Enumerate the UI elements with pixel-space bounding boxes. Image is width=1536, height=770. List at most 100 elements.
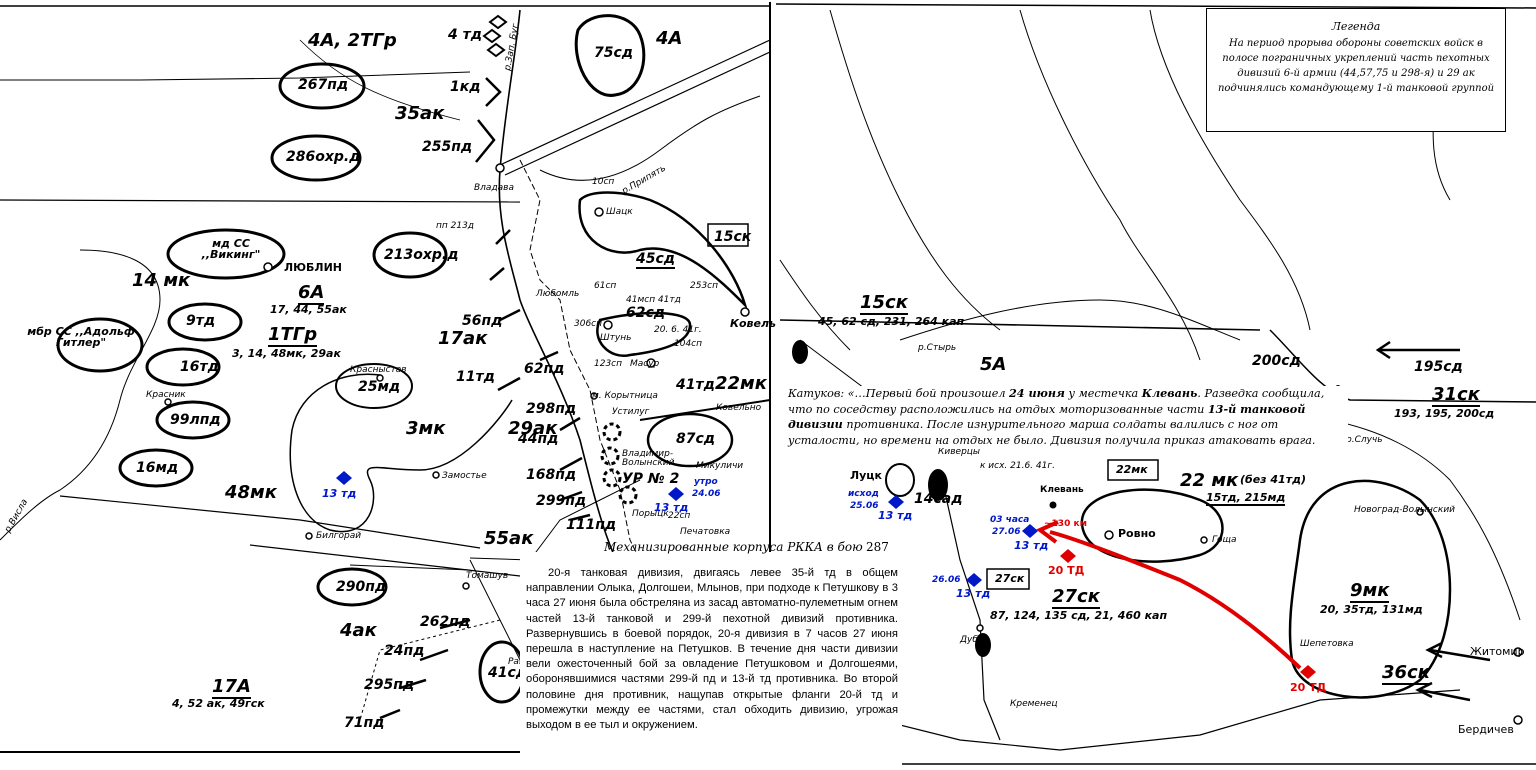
place-label: Билгорай (316, 531, 362, 541)
german-13td-label: 13 тд (878, 509, 913, 522)
place-label: Устилуг (612, 407, 650, 417)
corps-label: 15ск (860, 292, 908, 315)
place-label: Гоща (1212, 535, 1237, 545)
place-label: Шепетовка (1300, 639, 1354, 649)
corps-box-label: 27ск (995, 572, 1025, 585)
quote-unit: 13-й танковой дивизии (788, 401, 1306, 432)
place-label: Шацк (606, 207, 633, 217)
regiment-label: 10сп (592, 177, 615, 187)
map-legend: Легенда На период прорыва обороны советс… (1206, 8, 1506, 132)
corps-label: 14 мк (132, 270, 191, 291)
corps-box-label: 22мк (1116, 463, 1148, 476)
division-label: 255пд (422, 139, 473, 155)
division-label: 62пд (524, 361, 565, 377)
division-label: 56пд (462, 313, 503, 329)
river-label: р.Стырь (918, 343, 957, 353)
place-label: Ковельно (716, 403, 762, 413)
division-label: мбр СС ,,Адольф Гитлер" (27, 325, 135, 349)
quote-date: 24 июня (1009, 386, 1065, 400)
corps-box-label: 15ск (714, 229, 752, 245)
quote-mid1: у местечка (1064, 387, 1142, 400)
place-label: Ровно (1118, 527, 1156, 540)
quote-suffix: противника. После изнурительного марша с… (788, 418, 1316, 447)
german-13td-label: 13 тд (654, 501, 689, 514)
fortified-area-label: УР № 2 (622, 471, 680, 487)
soviet-20td-label: 20 ТД (1290, 681, 1327, 694)
place-label: Луцк (850, 469, 882, 482)
corps-label: 22 мк (1180, 470, 1239, 491)
corps-label: 31ск (1432, 384, 1480, 407)
regiment-label: 22сп (668, 511, 691, 521)
division-label: 44пд (518, 431, 559, 447)
corps-label: 9мк (1350, 580, 1390, 603)
time-label: 03 часа (990, 515, 1030, 525)
army-composition: 4, 52 ак, 49гск (172, 697, 265, 710)
corps-composition: 15тд, 215мд (1206, 491, 1286, 506)
division-label: 87сд (676, 431, 716, 447)
legend-title: Легенда (1331, 20, 1381, 33)
division-label: 290пд (336, 579, 387, 595)
division-label: 14сад (914, 491, 963, 507)
army-label: 4А (656, 28, 683, 49)
date-label: 24.06 (692, 489, 721, 499)
division-label: 24пд (384, 643, 425, 659)
division-label: 200сд (1252, 353, 1301, 369)
place-label: Штунь (600, 333, 632, 343)
place-label: Дубно (960, 635, 990, 645)
place-label: Замостье (442, 471, 487, 481)
place-label: Житомир (1470, 645, 1525, 658)
division-label: 1кд (450, 79, 481, 95)
place-label: Томашув (466, 571, 509, 581)
date-note: к исх. 21.6. 41г. (980, 461, 1055, 471)
army-composition: 3, 14, 48мк, 29ак (232, 347, 341, 360)
division-label: 299пд (536, 493, 587, 509)
place-label: Кременец (1010, 699, 1058, 709)
army-label: 6А (298, 282, 325, 305)
division-label: 213охр.д (384, 247, 459, 263)
division-label: 298пд (526, 401, 577, 417)
place-label: Киверцы (938, 447, 981, 457)
division-label: 99лпд (170, 412, 221, 428)
division-label: 286охр.д (286, 149, 361, 165)
date-label: 27.06 (992, 527, 1021, 537)
place-label: Красныстав (350, 365, 407, 375)
soviet-20td-label: 20 ТД (1048, 564, 1085, 577)
corps-label: 48мк (225, 482, 277, 503)
division-label: 71пд (344, 715, 385, 731)
division-label: 41тд (676, 377, 715, 393)
corps-label: 36ск (1382, 662, 1430, 685)
division-label: 41сд (488, 665, 528, 681)
regiment-label: 41мсп 41тд (626, 295, 681, 305)
place-label: Бердичев (1458, 723, 1514, 736)
date-note: 20. 6. 41г. (654, 325, 702, 335)
division-label: 295пд (364, 677, 415, 693)
german-13td-label: 13 тд (1014, 539, 1049, 552)
division-label: 262пд (420, 614, 471, 630)
place-label: Красник (146, 390, 186, 400)
distance-label: ~130 км (1044, 519, 1087, 529)
quote-mid2: . Разведка сообщила, что по соседству ра… (788, 387, 1325, 416)
corps-label: 27ск (1052, 586, 1100, 609)
corps-label: 35ак (395, 103, 445, 124)
regiment-label: 61сп (594, 281, 617, 291)
corps-label: 29ак (508, 418, 558, 439)
division-label: 62сд (626, 305, 666, 321)
regiment-label: пп 213д (436, 221, 475, 231)
corps-label: 55ак (484, 528, 534, 549)
river-label: р.Случь (1346, 435, 1383, 445)
german-13td-label: 13 тд (322, 487, 357, 500)
corps-note: (без 41тд) (1240, 473, 1306, 486)
place-label: Микуличи (696, 461, 744, 471)
place-label: Новоград-Волынский (1354, 505, 1456, 515)
army-label: 4А, 2ТГр (308, 30, 397, 51)
corps-composition: 87, 124, 135 сд, 21, 460 кап (990, 609, 1168, 622)
place-label: Владава (474, 183, 514, 193)
book-page-number: 287 (866, 540, 889, 554)
time-label: утро (694, 477, 718, 487)
division-label: 4 тд (448, 27, 483, 43)
place-label: Владимир-Волынский (622, 449, 675, 468)
regiment-label: 104сп (674, 339, 703, 349)
army-label: 1ТГр (268, 324, 318, 347)
quote-prefix: Катуков: «…Первый бой произошел (788, 387, 1010, 400)
date-label: 26.06 (932, 575, 961, 585)
